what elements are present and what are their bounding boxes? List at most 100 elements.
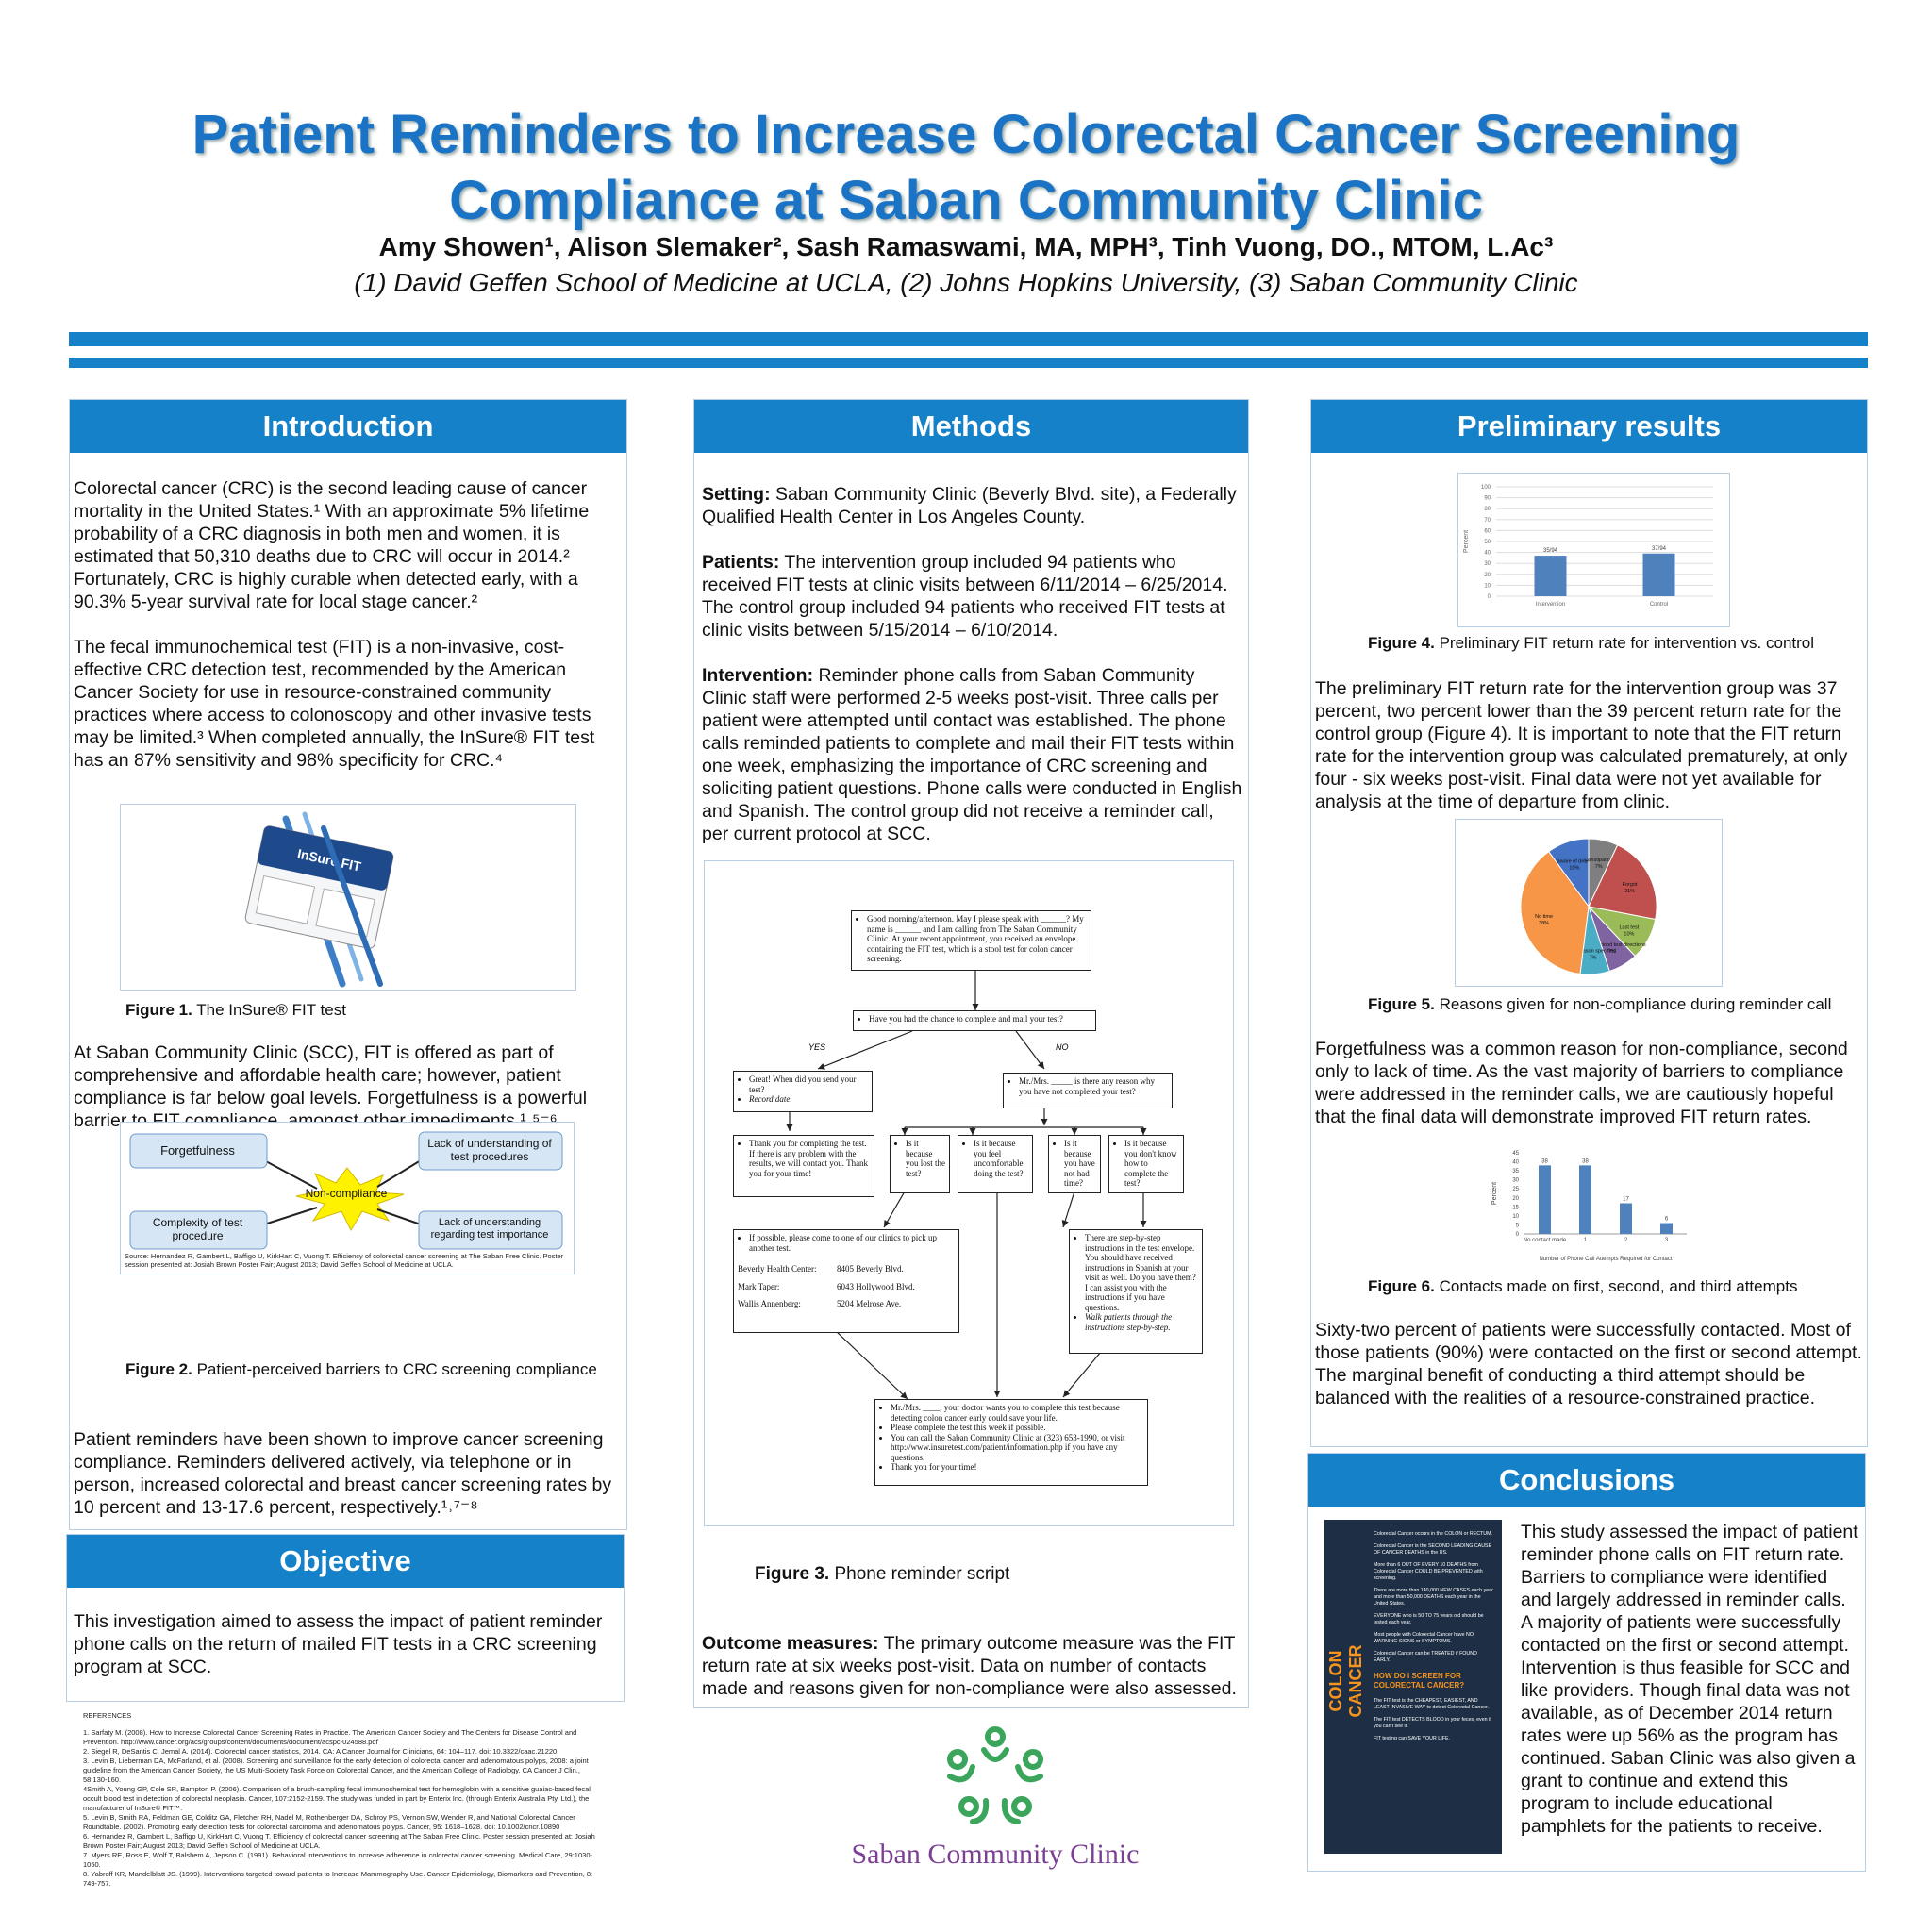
references: REFERENCES 1. Sarfaty M. (2008). How to … <box>83 1711 600 1889</box>
methods-intervention: Intervention: Reminder phone calls from … <box>702 665 1242 844</box>
y-tick-label: 10 <box>1512 1214 1519 1220</box>
x-tick-label: Intervention <box>1536 602 1565 608</box>
methods-outcome: Outcome measures: The primary outcome me… <box>702 1633 1237 1699</box>
pamphlet-vertical-title: COLON CANCER <box>1326 1644 1365 1718</box>
results-heading: Preliminary results <box>1311 400 1867 453</box>
y-tick-label: 20 <box>1512 1196 1519 1202</box>
y-tick-label: 30 <box>1484 561 1491 567</box>
y-tick-label: 25 <box>1512 1187 1519 1192</box>
x-tick-label: 3 <box>1665 1238 1669 1243</box>
header-divider-top <box>69 332 1868 346</box>
affiliations: (1) David Geffen School of Medicine at U… <box>354 268 1578 297</box>
methods-text: Setting: Saban Community Clinic (Beverly… <box>702 483 1243 868</box>
flow-reason-lost: Is it because you lost the test? <box>890 1135 950 1193</box>
logo-icon <box>947 1726 1043 1824</box>
bar <box>1579 1165 1591 1234</box>
title-line-2: Compliance at Saban Community Clinic <box>449 170 1483 231</box>
bar <box>1642 553 1675 596</box>
y-tick-label: 0 <box>1516 1232 1520 1238</box>
figure-1-image: InSure FIT <box>120 804 576 991</box>
flow-reason-uncomfortable: Is it because you feel uncomfortable doi… <box>958 1135 1033 1193</box>
y-axis-label: Percent <box>1463 530 1470 553</box>
conclusions-text: This study assessed the impact of patien… <box>1521 1522 1858 1837</box>
saban-logo <box>901 1722 1090 1844</box>
intro-paragraph-4: Patient reminders have been shown to imp… <box>74 1429 612 1518</box>
y-tick-label: 35 <box>1512 1169 1519 1174</box>
flow-greeting-box: Good morning/afternoon. May I please spe… <box>851 910 1091 971</box>
flow-final-box: Mr./Mrs. ____, your doctor wants you to … <box>874 1399 1148 1486</box>
results-paragraph-1: The preliminary FIT return rate for the … <box>1315 678 1848 812</box>
barrier-understanding-procedures: Lack of understanding of test procedures <box>427 1137 552 1163</box>
barriers-diagram <box>129 1131 563 1250</box>
barrier-forgetfulness: Forgetfulness <box>160 1142 235 1158</box>
x-tick-label: No contact made <box>1524 1238 1567 1243</box>
data-label: 38 <box>1582 1158 1589 1164</box>
y-tick-label: 45 <box>1512 1151 1519 1157</box>
title-line-1: Patient Reminders to Increase Colorectal… <box>192 104 1740 165</box>
y-tick-label: 80 <box>1484 507 1491 512</box>
y-tick-label: 40 <box>1512 1160 1519 1166</box>
figure-2-source: Source: Hernandez R, Gambert L, Baffigo … <box>125 1252 564 1269</box>
objective-text: This investigation aimed to assess the i… <box>74 1611 603 1677</box>
y-tick-label: 15 <box>1512 1205 1519 1210</box>
reference-8: 8. Yabroff KR, Mandelblatt JS. (1999). I… <box>83 1870 593 1888</box>
introduction-text: Colorectal cancer (CRC) is the second le… <box>74 477 621 794</box>
intro-paragraph-3: At Saban Community Clinic (SCC), FIT is … <box>74 1042 588 1131</box>
y-tick-label: 20 <box>1484 573 1491 578</box>
reference-3: 3. Levin B, Lieberman DA, McFarland, et … <box>83 1757 589 1784</box>
x-tick-label: 2 <box>1624 1238 1628 1243</box>
x-tick-label: Control <box>1650 602 1668 608</box>
bar <box>1660 1223 1673 1234</box>
data-label: 35/94 <box>1543 548 1558 554</box>
y-tick-label: 40 <box>1484 551 1491 557</box>
intro-paragraph-1: Colorectal cancer (CRC) is the second le… <box>74 478 590 612</box>
flow-reason-how: Is it because you don't know how to comp… <box>1108 1135 1184 1193</box>
figure-4-caption: Figure 4. Preliminary FIT return rate fo… <box>1368 634 1815 652</box>
header-divider-bottom <box>69 358 1868 368</box>
pie-slice <box>1588 844 1657 921</box>
introduction-heading: Introduction <box>70 400 626 453</box>
bar <box>1534 556 1567 596</box>
flow-thanks-box: Thank you for completing the test. If th… <box>733 1135 874 1197</box>
references-heading: REFERENCES <box>83 1711 132 1720</box>
intro-paragraph-2: The fecal immunochemical test (FIT) is a… <box>74 637 595 771</box>
y-axis-label: Percent <box>1491 1182 1498 1205</box>
methods-patients: Patients: The intervention group include… <box>702 552 1228 641</box>
flow-reason-time: Is it because you have not had time? <box>1048 1135 1101 1193</box>
figure-5-caption: Figure 5. Reasons given for non-complian… <box>1368 995 1832 1013</box>
poster-title: Patient Reminders to Increase Colorectal… <box>0 102 1932 234</box>
flow-yes-label: YES <box>808 1042 825 1052</box>
y-tick-label: 5 <box>1516 1223 1520 1228</box>
objective-heading: Objective <box>67 1535 624 1588</box>
figure-2-diagram <box>120 1122 575 1274</box>
conclusions-heading: Conclusions <box>1308 1454 1865 1507</box>
barrier-complexity: Complexity of test procedure <box>152 1216 243 1242</box>
y-tick-label: 90 <box>1484 496 1491 502</box>
data-label: 17 <box>1623 1197 1629 1203</box>
authors: Amy Showen¹, Alison Slemaker², Sash Rama… <box>378 232 1554 261</box>
barrier-understanding-importance: Lack of understanding regarding test imp… <box>430 1217 549 1241</box>
y-tick-label: 60 <box>1484 528 1491 534</box>
data-label: 38 <box>1541 1158 1548 1164</box>
y-tick-label: 100 <box>1481 485 1491 491</box>
y-tick-label: 50 <box>1484 540 1491 545</box>
objective-panel: Objective <box>66 1534 625 1702</box>
reference-7: 7. Myers RE, Ross E, Wolf T, Balshem A, … <box>83 1851 592 1869</box>
x-axis-label: Number of Phone Call Attempts Required f… <box>1539 1257 1672 1262</box>
flow-question-box: Have you had the chance to complete and … <box>853 1010 1096 1031</box>
reference-6: 6. Hernandez R, Gambert L, Baffigo U, Ki… <box>83 1832 595 1850</box>
logo-text: Saban Community Clinic <box>851 1839 1140 1870</box>
flow-no-label: NO <box>1056 1042 1069 1052</box>
methods-heading: Methods <box>694 400 1248 453</box>
bar <box>1620 1203 1632 1234</box>
